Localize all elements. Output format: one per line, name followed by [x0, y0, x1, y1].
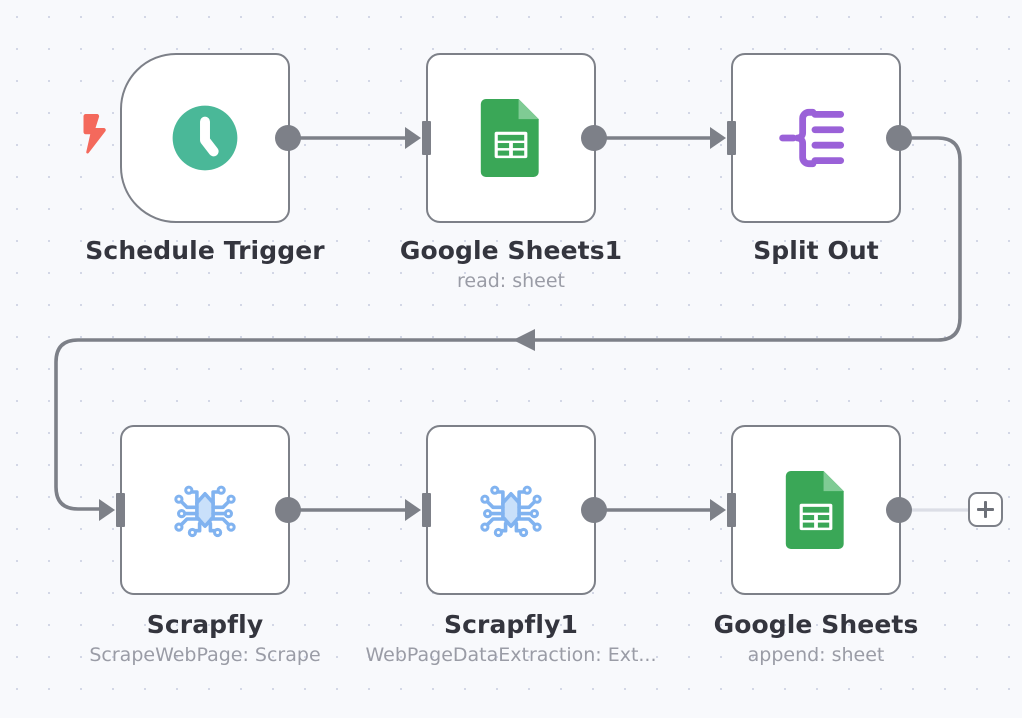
plus-icon-vertical: [983, 501, 988, 518]
label-split-out: Split Out: [753, 236, 879, 266]
output-port-split-out[interactable]: [886, 125, 912, 151]
node-google-sheets[interactable]: [709, 425, 912, 595]
output-port-google-sheets[interactable]: [886, 497, 912, 523]
label-schedule-trigger: Schedule Trigger: [85, 236, 324, 266]
node-google-sheets1[interactable]: [404, 53, 607, 223]
node-title: Google Sheets: [713, 610, 919, 639]
node-scrapfly1[interactable]: [404, 425, 607, 595]
label-google-sheets1: Google Sheets1 read: sheet: [400, 236, 622, 294]
node-title: Scrapfly1: [444, 610, 578, 639]
output-port-schedule-trigger[interactable]: [275, 125, 301, 151]
node-subtitle: append: sheet: [747, 644, 885, 666]
node-subtitle: WebPageDataExtraction: Ext...: [365, 644, 657, 666]
scrapfly-circuit-bug-icon: [168, 473, 242, 547]
input-port-google-sheets[interactable]: [709, 493, 736, 527]
lightning-bolt-icon: [78, 112, 112, 156]
add-node-button[interactable]: [968, 492, 1003, 527]
node-subtitle: read: sheet: [457, 270, 565, 292]
clock-icon: [168, 101, 242, 175]
split-out-icon: [779, 101, 853, 175]
label-scrapfly: Scrapfly ScrapeWebPage: Scrape: [89, 610, 320, 668]
output-port-google-sheets1[interactable]: [581, 125, 607, 151]
node-title: Schedule Trigger: [85, 236, 325, 265]
output-port-scrapfly[interactable]: [275, 497, 301, 523]
scrapfly-circuit-bug-icon: [474, 473, 548, 547]
node-title: Scrapfly: [146, 610, 264, 639]
google-sheets-icon: [474, 99, 548, 177]
output-port-scrapfly1[interactable]: [581, 497, 607, 523]
node-subtitle: ScrapeWebPage: Scrape: [89, 644, 321, 666]
node-title: Split Out: [753, 236, 879, 265]
input-port-split-out[interactable]: [709, 121, 736, 155]
label-google-sheets: Google Sheets append: sheet: [714, 610, 919, 668]
input-port-google-sheets1[interactable]: [404, 121, 431, 155]
input-port-scrapfly[interactable]: [98, 493, 125, 527]
label-scrapfly1: Scrapfly1 WebPageDataExtraction: Ext...: [365, 610, 656, 668]
node-split-out[interactable]: [709, 53, 912, 223]
node-scrapfly[interactable]: [98, 425, 301, 595]
google-sheets-icon: [779, 471, 853, 549]
node-title: Google Sheets1: [399, 236, 623, 265]
input-port-scrapfly1[interactable]: [404, 493, 431, 527]
node-schedule-trigger[interactable]: [120, 53, 301, 223]
